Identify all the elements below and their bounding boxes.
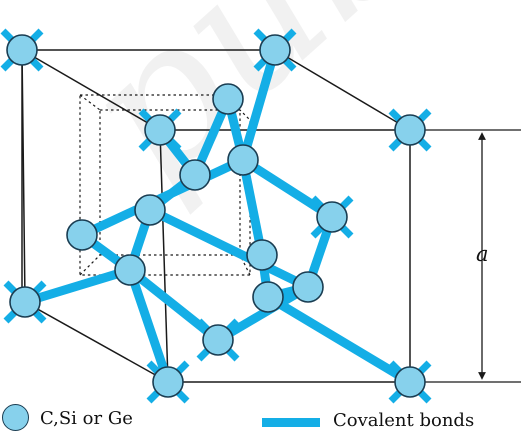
inner-cube-front-face: [99, 109, 241, 256]
atom: [3, 280, 47, 324]
atom: [146, 360, 190, 404]
legend-atom-label: C,Si or Ge: [40, 408, 133, 429]
atom: [179, 159, 211, 191]
atom: [388, 108, 432, 152]
covalent-bond: [77, 155, 248, 240]
atom-sphere: [152, 366, 184, 398]
atom: [114, 254, 146, 286]
atom-sphere: [6, 34, 38, 66]
atom-sphere: [227, 144, 259, 176]
covalent-bond: [125, 265, 173, 387]
atom-sphere: [134, 194, 166, 226]
lattice-constant-label: a: [476, 242, 489, 266]
atom: [292, 271, 324, 303]
atom: [212, 83, 244, 115]
inner-cube-edge-2: [79, 254, 101, 276]
atom-sphere: [202, 324, 234, 356]
atom: [252, 281, 284, 313]
atom-sphere: [394, 366, 426, 398]
legend-bond-icon: [262, 418, 320, 427]
covalent-bond: [238, 155, 337, 222]
atom-sphere: [252, 281, 284, 313]
legend-bond-label: Covalent bonds: [333, 410, 475, 431]
atom: [246, 239, 278, 271]
atom: [227, 144, 259, 176]
covalent-bond: [145, 205, 313, 292]
atom-sphere: [259, 34, 291, 66]
atom: [66, 219, 98, 251]
atom: [138, 108, 182, 152]
covalent-bond: [238, 155, 267, 260]
covalent-bond: [213, 282, 313, 345]
atoms: [0, 28, 432, 404]
atom: [253, 28, 297, 72]
atom: [196, 318, 240, 362]
atom-sphere: [246, 239, 278, 271]
inner-cube-edge: [79, 94, 101, 111]
legend-atom-icon: [2, 404, 29, 431]
atom: [388, 360, 432, 404]
atom-sphere: [316, 201, 348, 233]
atom-sphere: [179, 159, 211, 191]
atom-sphere: [212, 83, 244, 115]
atom-sphere: [144, 114, 176, 146]
atom: [0, 28, 44, 72]
atom-sphere: [394, 114, 426, 146]
atom-sphere: [66, 219, 98, 251]
cube-front-top-edge: [21, 49, 161, 131]
cube-front-left-edge: [159, 129, 169, 383]
covalent-bond: [238, 45, 280, 165]
covalent-bond: [263, 292, 415, 387]
atom-sphere: [292, 271, 324, 303]
dimension-marker: [410, 129, 521, 383]
atom-sphere: [9, 286, 41, 318]
covalent-bond: [20, 265, 135, 307]
atom: [310, 195, 354, 239]
atom: [134, 194, 166, 226]
atom-sphere: [114, 254, 146, 286]
